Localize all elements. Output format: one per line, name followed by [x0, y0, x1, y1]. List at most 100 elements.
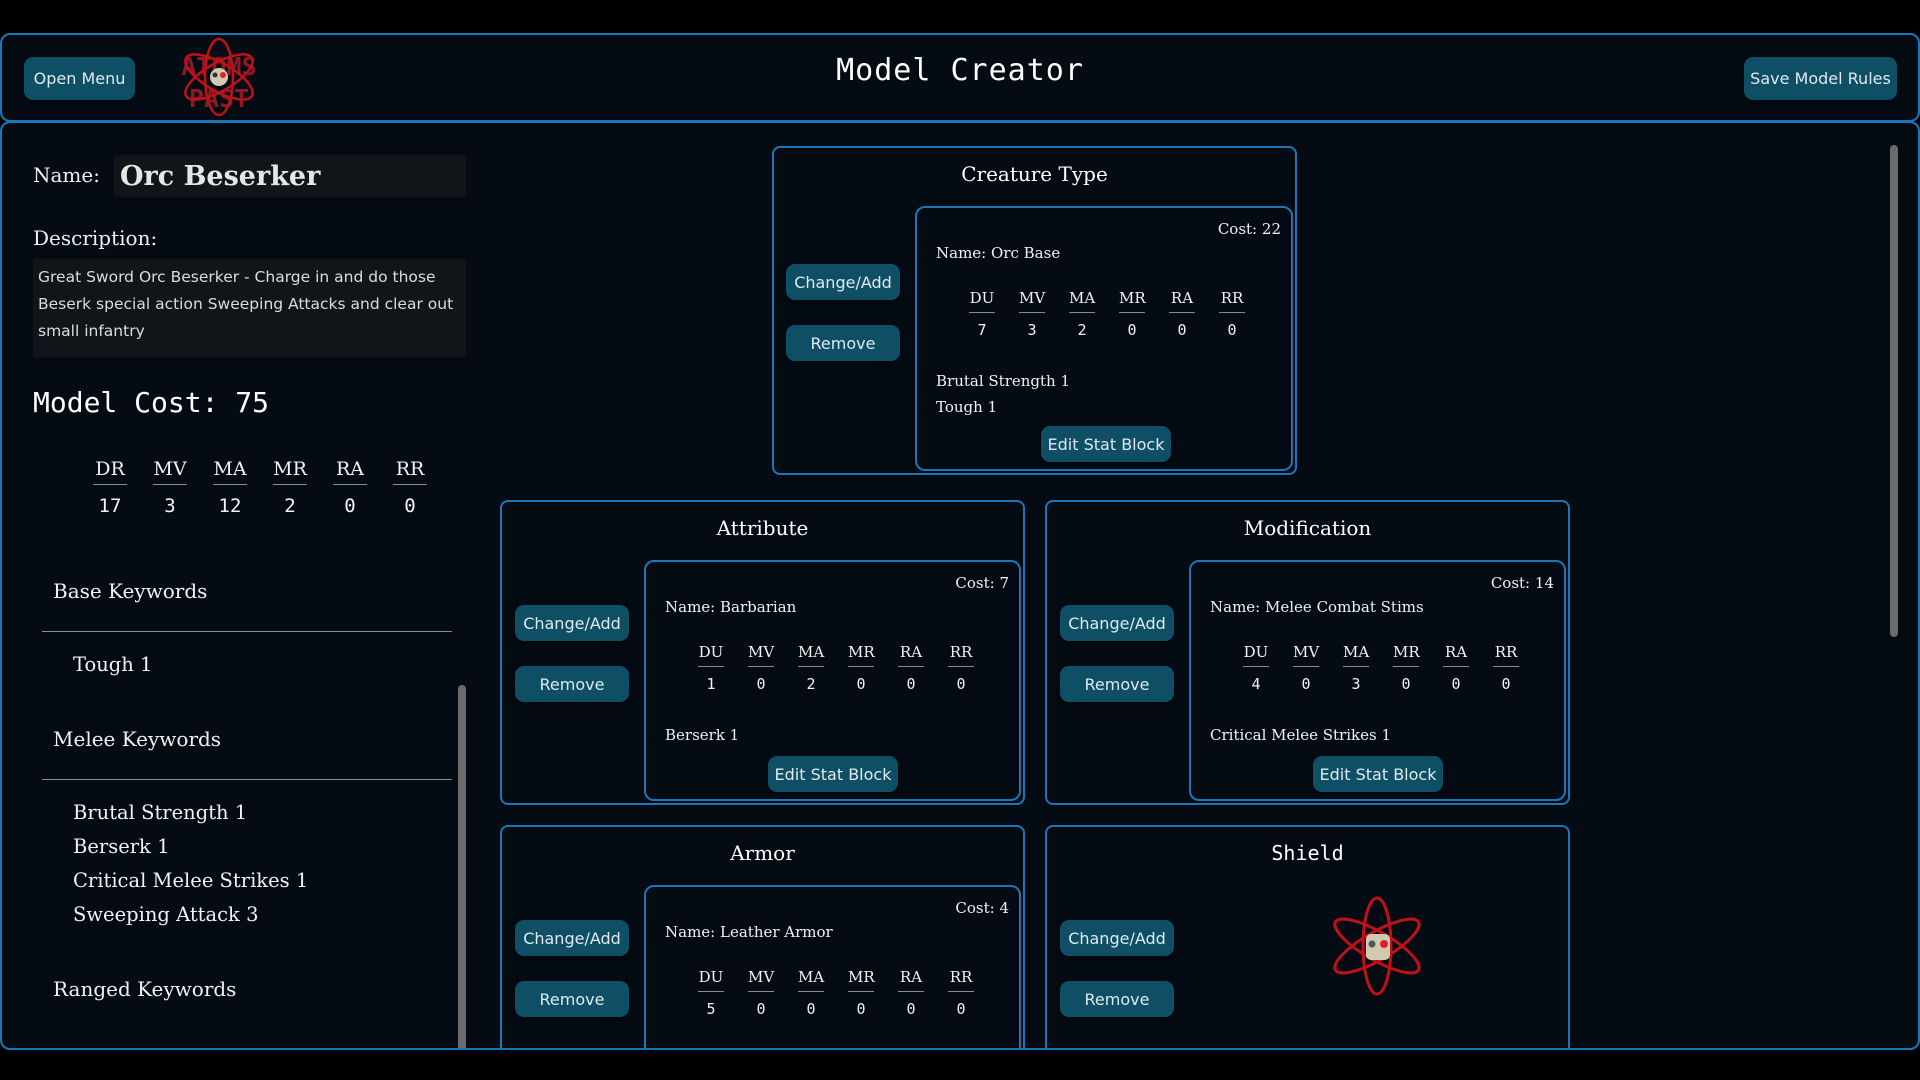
save-model-rules-button[interactable]: Save Model Rules [1744, 57, 1897, 100]
name-value: Leather Armor [720, 923, 833, 941]
stat-value: 0 [756, 675, 766, 693]
stat-ra: RA 0 [886, 968, 936, 1018]
atom-skull-placeholder-icon [1332, 894, 1422, 998]
attribute-change-add-button[interactable]: Change/Add [515, 605, 629, 641]
stat-value: 0 [1301, 675, 1311, 693]
creature-type-change-add-button[interactable]: Change/Add [786, 264, 900, 300]
stat-label: RR [1493, 643, 1519, 667]
stat-label: MV [748, 643, 774, 667]
cost: Cost: 7 [955, 574, 1009, 592]
stat-ma: MA 0 [786, 968, 836, 1018]
modification-change-add-button[interactable]: Change/Add [1060, 605, 1174, 641]
item-name: Name: Melee Combat Stims [1210, 598, 1424, 616]
stat-label: RA [898, 643, 924, 667]
stat-label: MA [1069, 289, 1095, 313]
keywords-list: Berserk 1 [665, 722, 739, 748]
cost-label: Cost: [955, 574, 995, 592]
card-title: Modification [1243, 516, 1372, 540]
keyword-item: Critical Melee Strikes 1 [1210, 726, 1391, 744]
stat-rr: RR 0 [1207, 289, 1257, 339]
creature-type-card: Creature Type Change/Add Remove Cost: 22… [772, 146, 1297, 475]
keyword-item: Tough 1 [73, 653, 153, 676]
stat-value: 2 [284, 495, 296, 517]
stat-value: 0 [1227, 321, 1237, 339]
stat-label: MA [798, 968, 824, 992]
stat-value: 12 [218, 495, 242, 517]
stat-value: 3 [1351, 675, 1361, 693]
modification-edit-stat-block-button[interactable]: Edit Stat Block [1313, 756, 1443, 792]
model-cost-value: 75 [235, 386, 270, 419]
stat-label: DU [698, 968, 724, 992]
keyword-item: Berserk 1 [665, 726, 740, 744]
shield-remove-button[interactable]: Remove [1060, 981, 1174, 1017]
stat-value: 0 [806, 1000, 816, 1018]
shield-change-add-button[interactable]: Change/Add [1060, 920, 1174, 956]
stat-value: 0 [1127, 321, 1137, 339]
stat-rr: RR 0 [936, 968, 986, 1018]
stat-value: 0 [906, 1000, 916, 1018]
creature-type-edit-stat-block-button[interactable]: Edit Stat Block [1041, 426, 1171, 462]
stat-value: 5 [706, 1000, 716, 1018]
description-label: Description: [33, 226, 158, 250]
stat-value: 0 [1451, 675, 1461, 693]
name-label: Name: [33, 163, 100, 187]
attribute-remove-button[interactable]: Remove [515, 666, 629, 702]
stat-label: RA [333, 458, 367, 485]
modification-remove-button[interactable]: Remove [1060, 666, 1174, 702]
keyword-item: Brutal Strength 1 [73, 801, 248, 824]
armor-remove-button[interactable]: Remove [515, 981, 629, 1017]
keywords-scrollbar[interactable] [458, 685, 466, 1048]
attribute-edit-stat-block-button[interactable]: Edit Stat Block [768, 756, 898, 792]
stat-mv: MV 0 [736, 643, 786, 693]
stat-label: RA [898, 968, 924, 992]
card-title: Armor [730, 841, 795, 865]
stat-value: 0 [856, 1000, 866, 1018]
name-label: Name: [1210, 598, 1261, 616]
keywords-list: Brutal Strength 1 Tough 1 [936, 368, 1070, 420]
model-description-textarea[interactable]: Great Sword Orc Beserker - Charge in and… [33, 259, 466, 357]
cost-value: 14 [1534, 574, 1554, 592]
stat-mr: MR 2 [260, 458, 320, 517]
open-menu-button[interactable]: Open Menu [24, 57, 135, 100]
stat-value: 3 [164, 495, 176, 517]
stat-du: DU 5 [686, 968, 736, 1018]
stat-mr: MR 0 [1107, 289, 1157, 339]
atoms-past-logo-icon: ATOMS PAST [162, 37, 277, 119]
stat-value: 17 [98, 495, 122, 517]
keyword-item: Critical Melee Strikes 1 [73, 869, 309, 892]
model-name-input[interactable] [114, 155, 466, 197]
stat-label: MA [213, 458, 247, 485]
armor-change-add-button[interactable]: Change/Add [515, 920, 629, 956]
stat-label: MR [848, 643, 875, 667]
stat-label: MR [1119, 289, 1146, 313]
stat-label: MR [273, 458, 307, 485]
stat-label: MA [798, 643, 824, 667]
creature-type-remove-button[interactable]: Remove [786, 325, 900, 361]
main-scrollbar[interactable] [1890, 145, 1898, 637]
stat-label: RR [948, 968, 974, 992]
stat-value: 3 [1027, 321, 1037, 339]
stat-value: 0 [956, 1000, 966, 1018]
item-name: Name: Orc Base [936, 244, 1060, 262]
keyword-item: Brutal Strength 1 [936, 372, 1071, 390]
model-cost-label: Model Cost: [33, 386, 219, 419]
stat-label: RR [1219, 289, 1245, 313]
